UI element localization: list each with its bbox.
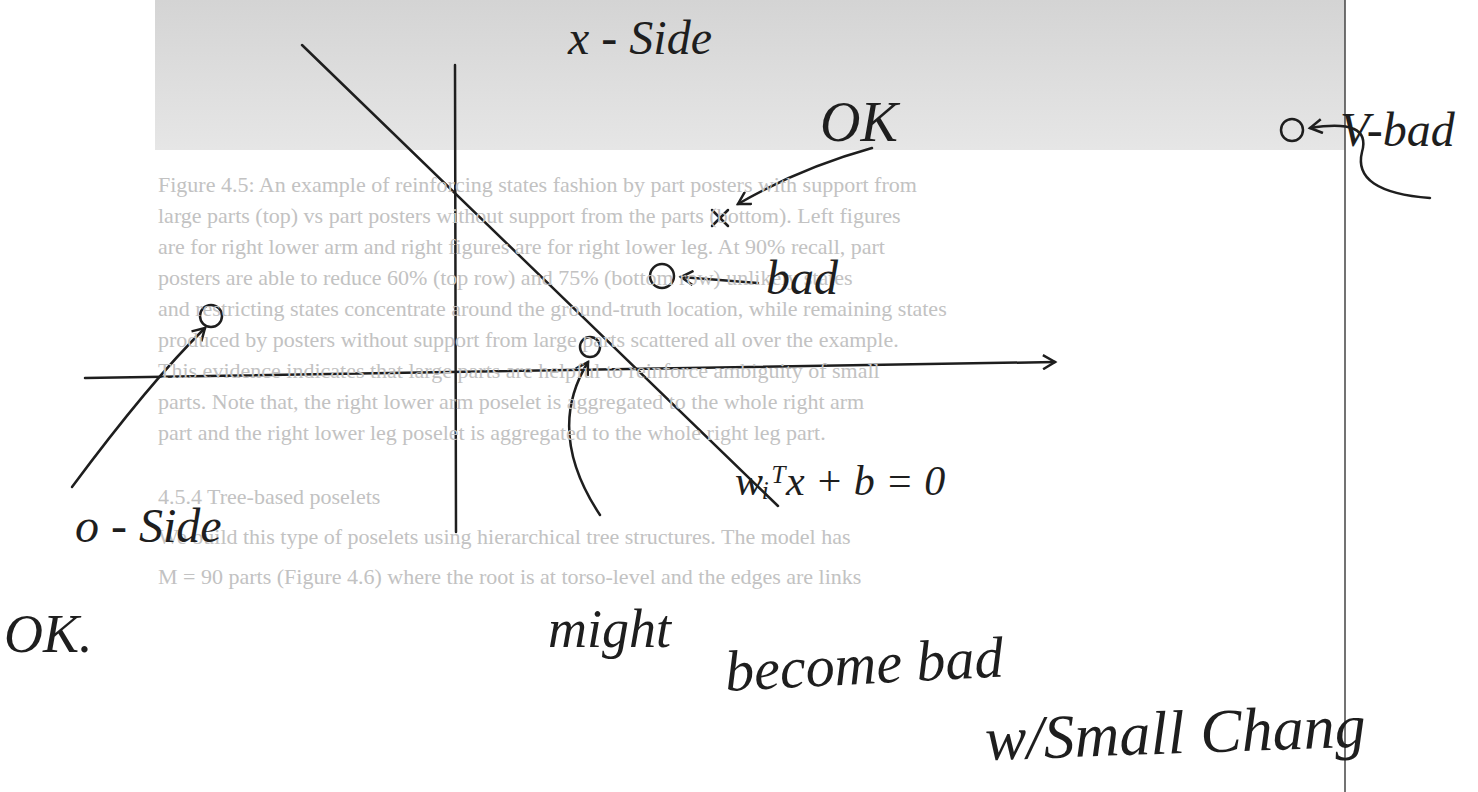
handwritten-note: OK (820, 92, 898, 154)
scanned-text: M = 90 parts (Figure 4.6) where the root… (158, 565, 861, 589)
handwritten-note: wᵢᵀx + b = 0 (735, 458, 945, 504)
scanned-text: parts. Note that, the right lower arm po… (158, 390, 864, 414)
scanned-text: posters are able to reduce 60% (top row)… (158, 266, 853, 290)
handwritten-note: bad (766, 252, 838, 305)
handwritten-note: V-bad (1340, 104, 1455, 157)
handwritten-note: OK. (4, 605, 93, 664)
handwritten-note: become bad (723, 625, 1005, 703)
handwritten-note: o - Side (75, 500, 222, 553)
scanned-text: large parts (top) vs part posters withou… (158, 204, 901, 228)
handwritten-note: might (548, 600, 671, 659)
scanned-text: part and the right lower leg poselet is … (158, 421, 826, 445)
scanned-text: Figure 4.5: An example of reinforcing st… (158, 173, 917, 197)
scanned-text: We build this type of poselets using hie… (158, 525, 850, 549)
handwritten-note: w/Small Chang (984, 692, 1367, 773)
scanned-text: This evidence indicates that large parts… (158, 359, 880, 383)
handwritten-note: x - Side (568, 12, 712, 65)
scanned-text: produced by posters without support from… (158, 328, 899, 352)
o-point (1281, 119, 1303, 141)
